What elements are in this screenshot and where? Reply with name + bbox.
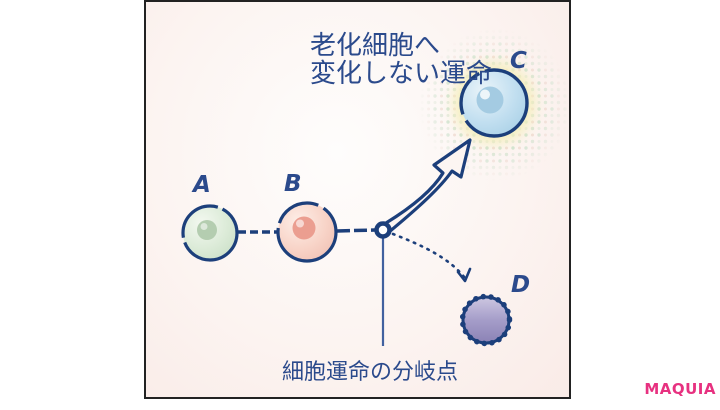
cell-c-label: C <box>510 48 527 74</box>
maquia-logo: MAQUIA <box>644 380 716 398</box>
fate-arrow-to-d-head <box>456 267 472 283</box>
illustration-panel: A B C D 老化細胞へ 変化しない運命 細胞運命の分岐点 <box>144 0 571 399</box>
cell-b-label: B <box>284 171 302 197</box>
branch-caption: 細胞運命の分岐点 <box>282 360 458 385</box>
cell-c-highlight <box>480 89 490 100</box>
cell-c <box>459 68 529 138</box>
fate-arrow-to-d <box>391 232 467 280</box>
cell-fate-diagram: A B C D 老化細胞へ 変化しない運命 細胞運命の分岐点 <box>181 29 569 385</box>
cell-d-bumpy-edge <box>459 293 513 347</box>
connector-b-node <box>336 228 376 233</box>
fate-title-line2: 変化しない運命 <box>310 59 492 89</box>
cell-a-nucleus <box>197 220 217 240</box>
cell-a-label: A <box>191 172 211 198</box>
cell-b-nucleus <box>292 216 316 240</box>
cell-a <box>181 204 239 262</box>
fate-title-line1: 老化細胞へ <box>310 31 440 61</box>
cell-a-highlight <box>200 223 208 230</box>
cell-c-nucleus <box>476 86 504 114</box>
branch-node <box>374 221 392 239</box>
cell-d-label: D <box>511 272 530 298</box>
fate-arrow-to-c <box>384 138 472 234</box>
cell-b <box>276 201 338 263</box>
cell-b-highlight <box>296 219 304 228</box>
cell-d <box>459 293 513 347</box>
